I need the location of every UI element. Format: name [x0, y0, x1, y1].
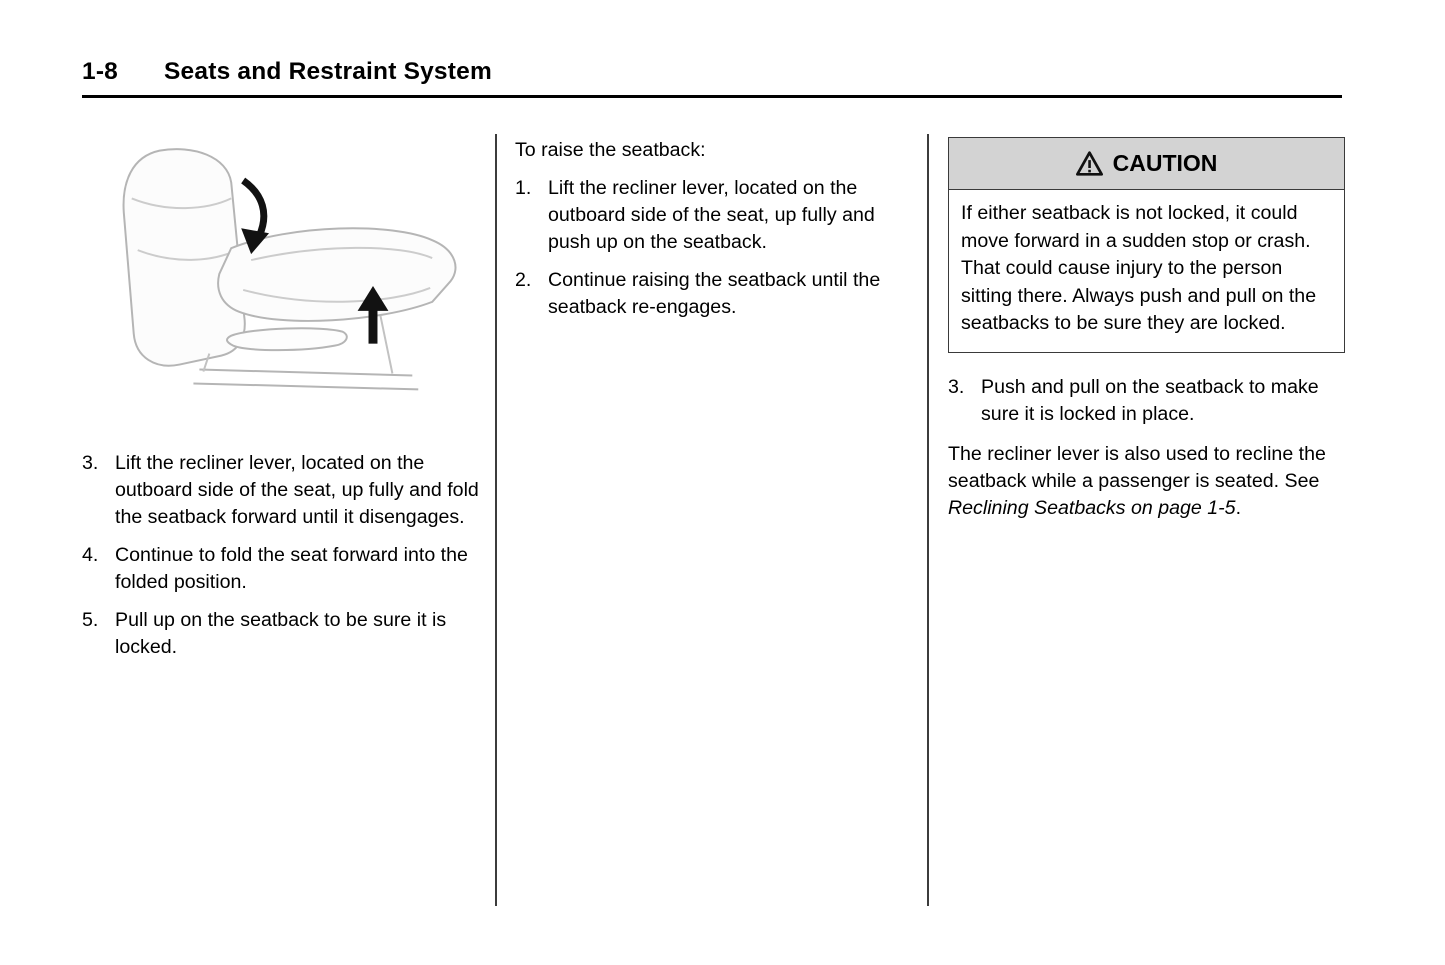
list-item: 2. Continue raising the seatback until t… — [515, 267, 907, 321]
list-number: 3. — [948, 375, 965, 398]
list-text: Lift the recliner lever, located on the … — [548, 177, 875, 253]
column-divider — [495, 134, 497, 906]
warning-triangle-icon — [1075, 151, 1103, 176]
list-number: 3. — [82, 452, 99, 474]
fold-arrow-icon — [241, 177, 270, 255]
seat-illustration — [122, 148, 457, 391]
fold-seat-steps-list: 3. Lift the recliner lever, located on t… — [82, 450, 480, 672]
caution-header: CAUTION — [949, 138, 1344, 190]
recliner-note-suffix: . — [1235, 496, 1242, 519]
list-number: 2. — [515, 269, 532, 291]
list-item: 3. Lift the recliner lever, located on t… — [82, 450, 480, 531]
list-number: 5. — [82, 609, 99, 631]
page-title: Seats and Restraint System — [164, 58, 492, 85]
check-lock-steps-list: 3. Push and pull on the seatback to make… — [948, 374, 1345, 428]
page-header: 1-8 Seats and Restraint System — [82, 58, 492, 86]
list-text: Continue to fold the seat forward into t… — [115, 544, 468, 593]
list-text: Push and pull on the seatback to make su… — [981, 375, 1319, 425]
list-number: 4. — [82, 544, 99, 566]
recliner-note: The recliner lever is also used to recli… — [948, 441, 1345, 522]
list-text: Continue raising the seatback until the … — [548, 269, 881, 318]
list-item: 3. Push and pull on the seatback to make… — [948, 374, 1345, 428]
raise-seatback-intro: To raise the seatback: — [515, 139, 706, 161]
caution-section: CAUTION If either seatback is not locked… — [948, 137, 1345, 522]
header-rule — [82, 95, 1342, 98]
list-text: Pull up on the seatback to be sure it is… — [115, 609, 447, 658]
list-item: 1. Lift the recliner lever, located on t… — [515, 175, 907, 256]
recliner-note-text: The recliner lever is also used to recli… — [948, 442, 1326, 492]
cross-reference: Reclining Seatbacks on page 1-5 — [948, 496, 1236, 519]
column-divider — [927, 134, 929, 906]
page-number: 1-8 — [82, 58, 119, 85]
list-number: 1. — [515, 177, 532, 199]
raise-seatback-section: To raise the seatback: 1. Lift the recli… — [515, 137, 907, 332]
list-item: 4. Continue to fold the seat forward int… — [82, 542, 480, 596]
seat-illustration-container — [82, 138, 470, 414]
up-arrow-icon — [357, 285, 389, 344]
caution-box: CAUTION If either seatback is not locked… — [948, 137, 1345, 353]
caution-title: CAUTION — [1112, 150, 1218, 176]
caution-body: If either seatback is not locked, it cou… — [961, 202, 1317, 334]
list-item: 5. Pull up on the seatback to be sure it… — [82, 607, 480, 661]
list-text: Lift the recliner lever, located on the … — [115, 452, 479, 528]
